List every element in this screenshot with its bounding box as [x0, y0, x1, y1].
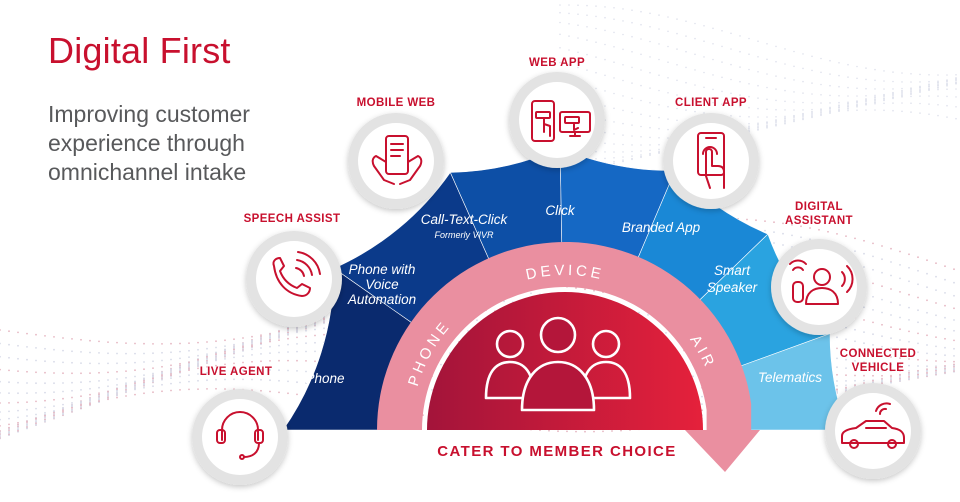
- channel-speech-assist: SPEECH ASSIST: [244, 213, 342, 327]
- channel-live-agent: LIVE AGENT: [192, 366, 288, 485]
- label-digital-assistant-2: ASSISTANT: [785, 215, 853, 227]
- label-smart-speaker-1: Smart: [714, 263, 751, 278]
- label-speech-assist: SPEECH ASSIST: [244, 213, 341, 225]
- segment-labels: Phone Phone with Voice Automation Call-T…: [305, 203, 822, 386]
- label-branded-app: Branded App: [622, 220, 701, 235]
- label-mobile-web: MOBILE WEB: [357, 97, 436, 109]
- page-subtitle: Improving customer experience through om…: [48, 100, 308, 187]
- subtitle-line-2: experience through: [48, 130, 245, 156]
- touch-screen-icon: [531, 100, 591, 142]
- channel-digital-assistant: DIGITAL ASSISTANT: [771, 201, 867, 335]
- label-live-agent: LIVE AGENT: [200, 366, 273, 378]
- subtitle-line-1: Improving customer: [48, 101, 250, 127]
- label-web-app: WEB APP: [529, 57, 585, 69]
- label-smart-speaker-2: Speaker: [707, 280, 758, 295]
- subtitle-line-3: omnichannel intake: [48, 159, 247, 185]
- channel-connected-vehicle: CONNECTED VEHICLE: [825, 348, 921, 479]
- member-center: [427, 292, 703, 430]
- hands-phone-icon: [371, 135, 423, 185]
- arc-word-device: DEVICE: [524, 262, 605, 284]
- page-title: Digital First: [48, 30, 231, 71]
- headset-icon: [216, 411, 264, 460]
- label-voice-automation-1: Phone with: [349, 262, 416, 277]
- label-call-text-click: Call-Text-Click: [421, 212, 509, 227]
- label-voice-automation-3: Automation: [347, 292, 416, 307]
- channel-mobile-web: MOBILE WEB: [348, 97, 444, 209]
- label-telematics: Telematics: [758, 370, 822, 385]
- phone-waves-icon: [272, 251, 321, 297]
- cater-to-member-choice: CATER TO MEMBER CHOICE: [437, 443, 676, 460]
- label-connected-vehicle-2: VEHICLE: [852, 362, 905, 374]
- label-client-app: CLIENT APP: [675, 97, 747, 109]
- member-choice-arrow: [377, 242, 760, 472]
- label-connected-vehicle-1: CONNECTED: [840, 348, 916, 360]
- label-phone: Phone: [305, 371, 344, 386]
- label-digital-assistant-1: DIGITAL: [795, 201, 843, 213]
- people-group-icon: [484, 316, 632, 412]
- connected-car-icon: [841, 402, 905, 449]
- label-formerly-vivr: Formerly VIVR: [434, 230, 494, 240]
- finger-tap-phone-icon: [697, 132, 725, 189]
- channel-web-app: WEB APP: [509, 57, 605, 168]
- voice-assistant-icon: [789, 259, 854, 305]
- label-click: Click: [545, 203, 575, 218]
- channel-client-app: CLIENT APP: [663, 97, 759, 209]
- label-voice-automation-2: Voice: [365, 277, 398, 292]
